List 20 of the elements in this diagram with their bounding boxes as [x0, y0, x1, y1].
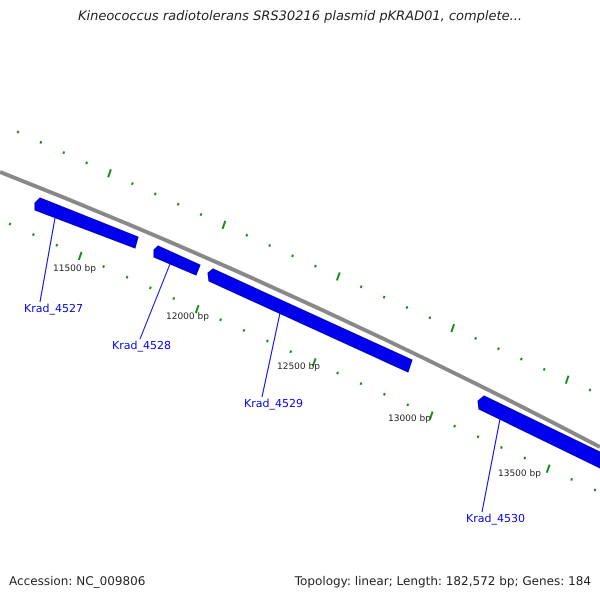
gene-label: Krad_4527 [24, 302, 83, 315]
leader-line [262, 312, 280, 398]
gene-bar [154, 245, 201, 276]
leader-line [482, 418, 500, 512]
leader-line [140, 264, 170, 340]
gene-label: Krad_4528 [112, 339, 171, 352]
leader-line [40, 218, 56, 302]
position-label: 12500 bp [277, 362, 320, 372]
gene-bar [207, 268, 413, 373]
position-label: 11500 bp [53, 264, 96, 274]
diagram-title: Kineococcus radiotolerans SRS30216 plasmid pKRAD01, complete... [76, 9, 524, 24]
position-label: 12000 bp [166, 312, 209, 322]
gene-label: Krad_4529 [244, 397, 303, 410]
position-label: 13500 bp [498, 469, 541, 479]
summary-text: Topology: linear; Length: 182,572 bp; Genes: 184 [294, 574, 591, 588]
accession-text: Accession: NC_009806 [9, 574, 146, 588]
gene-bar [34, 197, 139, 249]
gene-bar [477, 395, 600, 469]
position-label: 13000 bp [388, 414, 431, 424]
gene-label: Krad_4530 [466, 512, 525, 525]
